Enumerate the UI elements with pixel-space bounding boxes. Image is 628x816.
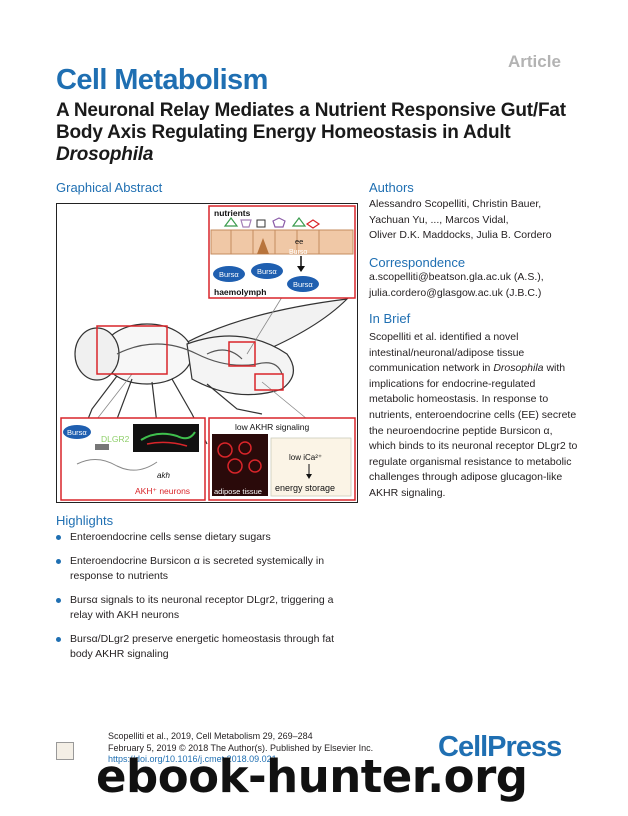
citation-block: Scopelliti et al., 2019, Cell Metabolism… bbox=[108, 731, 408, 766]
adipose-label: adipose tissue bbox=[214, 487, 262, 496]
watermark-text: ebook-hunter.org bbox=[96, 750, 528, 803]
article-type-label: Article bbox=[508, 52, 561, 71]
highlights-list: Enteroendocrine cells sense dietary suga… bbox=[56, 530, 356, 671]
highlights-heading: Highlights bbox=[56, 513, 114, 528]
gut-highlight-box bbox=[228, 341, 256, 367]
bursa-label-2: Bursα bbox=[257, 267, 277, 276]
title-main: A Neuronal Relay Mediates a Nutrient Res… bbox=[56, 100, 566, 143]
energy-storage-label: energy storage bbox=[275, 483, 335, 493]
article-title: A Neuronal Relay Mediates a Nutrient Res… bbox=[56, 100, 576, 166]
in-brief-part-1: Scopelliti et al. identified a novel int… bbox=[369, 331, 525, 375]
nutrient-triangle-icon bbox=[291, 217, 307, 227]
fat-highlight-box bbox=[254, 373, 284, 391]
author-line: Oliver D.K. Maddocks, Julia B. Cordero bbox=[369, 229, 552, 242]
citation-line: Scopelliti et al., 2019, Cell Metabolism… bbox=[108, 731, 313, 741]
highlight-item: Bursα/DLgr2 preserve energetic homeostas… bbox=[56, 632, 356, 662]
akh-neurons-label: AKH⁺ neurons bbox=[135, 486, 190, 496]
nutrient-trapezoid-icon bbox=[240, 219, 252, 228]
arrow-down-icon bbox=[306, 474, 312, 479]
nutrients-label: nutrients bbox=[214, 208, 251, 218]
in-brief-heading: In Brief bbox=[369, 311, 411, 326]
akh-label: akh bbox=[157, 471, 170, 480]
in-brief-italic: Drosophila bbox=[493, 362, 544, 375]
highlight-item: Enteroendocrine cells sense dietary suga… bbox=[56, 530, 356, 545]
date-line: February 5, 2019 © 2018 The Author(s). P… bbox=[108, 742, 374, 753]
gut-epithelium bbox=[210, 229, 354, 255]
nutrient-square-icon bbox=[256, 219, 266, 228]
title-italic: Drosophila bbox=[56, 144, 154, 165]
bursa-cell-label: Bursα bbox=[289, 249, 307, 256]
bursa-label-3: Bursα bbox=[293, 280, 313, 289]
email-link[interactable]: julia.cordero@glasgow.ac.uk (J.B.C.) bbox=[369, 286, 542, 299]
ica-label: low iCa²⁺ bbox=[289, 453, 322, 462]
nutrient-pentagon-icon bbox=[272, 217, 286, 228]
authors-heading: Authors bbox=[369, 180, 414, 195]
brain-highlight-box bbox=[96, 325, 168, 375]
author-line: Alessandro Scopelliti, Christin Bauer, bbox=[369, 198, 542, 210]
highlight-item: Bursα signals to its neuronal receptor D… bbox=[56, 593, 356, 623]
in-brief-text: Scopelliti et al. identified a novel int… bbox=[369, 330, 579, 502]
nutrient-diamond-icon bbox=[305, 219, 321, 229]
receptor-icon bbox=[95, 444, 109, 450]
dlgr2-label: DLGR2 bbox=[101, 434, 130, 444]
in-brief-part-2: with implications for endocrine-regulate… bbox=[369, 362, 578, 499]
graphical-abstract-heading: Graphical Abstract bbox=[56, 180, 163, 195]
cellpress-logo: CellPress bbox=[438, 731, 562, 763]
neuron-bursa-label: Bursα bbox=[67, 428, 87, 437]
author-line: Yachuan Yu, ..., Marcos Vidal, bbox=[369, 213, 509, 226]
akhr-signaling-label: low AKHR signaling bbox=[235, 422, 309, 432]
graphical-abstract-figure: nutrients ee Bursα Bursα Bursα bbox=[56, 203, 358, 503]
fat-inset: low AKHR signaling adipose tissue low iC… bbox=[208, 417, 356, 501]
haemolymph-label: haemolymph bbox=[214, 287, 266, 297]
bursa-blob bbox=[251, 263, 283, 279]
graphical-abstract-svg: nutrients ee Bursα Bursα Bursα bbox=[60, 205, 356, 501]
doi-link[interactable]: https://doi.org/10.1016/j.cmet.2018.09.0… bbox=[108, 754, 277, 764]
highlight-item: Enteroendocrine Bursicon α is secreted s… bbox=[56, 554, 356, 584]
bursa-blob bbox=[63, 425, 91, 439]
bursa-blob bbox=[287, 276, 319, 292]
correspondence-heading: Correspondence bbox=[369, 255, 466, 270]
email-link[interactable]: a.scopelliti@beatson.gla.ac.uk (A.S.), bbox=[369, 271, 544, 283]
ee-cell-icon bbox=[257, 238, 269, 254]
bursa-blob bbox=[213, 266, 245, 282]
gut-inset: nutrients ee Bursα Bursα Bursα bbox=[208, 205, 356, 299]
neuron-inset: Bursα DLGR2 akh AKH⁺ neurons bbox=[60, 417, 206, 501]
nutrient-triangle-icon bbox=[223, 217, 239, 227]
bursa-label-1: Bursα bbox=[219, 270, 239, 279]
elsevier-logo-icon bbox=[56, 742, 74, 760]
authors-list: Alessandro Scopelliti, Christin Bauer, Y… bbox=[369, 197, 589, 244]
ee-label: ee bbox=[295, 237, 303, 246]
arrow-head-icon bbox=[297, 266, 305, 272]
correspondence-emails: a.scopelliti@beatson.gla.ac.uk (A.S.), j… bbox=[369, 270, 589, 301]
journal-title: Cell Metabolism bbox=[56, 64, 268, 96]
